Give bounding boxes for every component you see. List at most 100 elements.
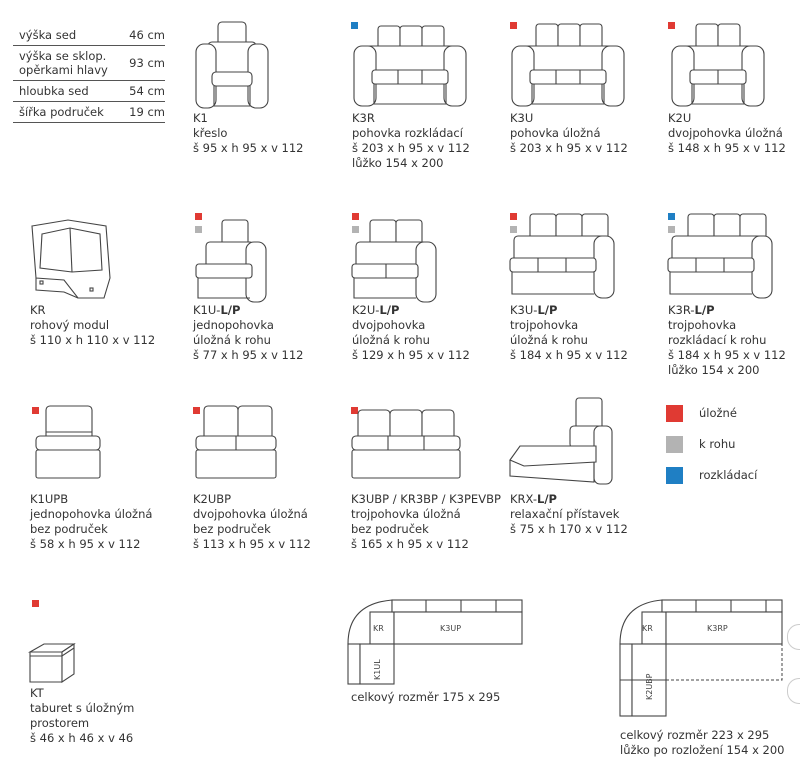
side-tab-icon[interactable] xyxy=(787,678,800,704)
sofa-k3r-drawing xyxy=(350,20,470,110)
armchair-drawing xyxy=(192,20,272,110)
ulozne-marker xyxy=(351,407,358,414)
triple-seat-bed-corner-drawing xyxy=(666,212,776,302)
k3r-caption: K3R pohovka rozkládací š 203 x h 95 x v … xyxy=(352,111,470,171)
item-code: K3UBP / KR3BP / K3PEVBP xyxy=(351,492,501,506)
item-name-2: rozkládací k rohu xyxy=(668,333,767,347)
code-suffix: L/P xyxy=(537,303,558,317)
double-seat-no-arms-drawing xyxy=(192,404,282,484)
corner-module-drawing xyxy=(28,218,118,302)
k-rohu-marker xyxy=(668,226,675,233)
item-name: dvojpohovka xyxy=(352,318,426,332)
item-bed: lůžko 154 x 200 xyxy=(668,363,760,377)
code-suffix: L/P xyxy=(537,492,557,506)
dim-value: 93 cm xyxy=(123,45,165,81)
k2ubp-caption: K2UBP dvojpohovka úložná bez područek š … xyxy=(193,492,311,552)
k3rl-caption: K3R-L/P trojpohovka rozkládací k rohu š … xyxy=(668,303,786,378)
item-name: rohový modul xyxy=(30,318,110,332)
ulozne-marker xyxy=(510,22,517,29)
item-name: jednopohovka xyxy=(193,318,274,332)
code-prefix: K1U- xyxy=(193,303,221,317)
k3u-caption: K3U pohovka úložná š 203 x h 95 x v 112 xyxy=(510,111,628,156)
k1-caption: K1 křeslo š 95 x h 95 x v 112 xyxy=(193,111,304,156)
dim-value: 46 cm xyxy=(123,25,165,46)
plan-label-k3up: K3UP xyxy=(440,624,461,633)
ulozne-marker xyxy=(32,600,39,607)
triple-seat-no-arms-drawing xyxy=(350,404,466,484)
plan-dimension: celkový rozměr 223 x 295 xyxy=(620,728,770,742)
k-rohu-marker xyxy=(195,226,202,233)
rozkladaci-marker xyxy=(668,213,675,220)
expand-icon[interactable] xyxy=(787,624,800,650)
dim-label: výška sed xyxy=(13,25,124,46)
sofa-k3u-drawing xyxy=(508,20,628,110)
k-rohu-marker xyxy=(352,226,359,233)
item-size: š 95 x h 95 x v 112 xyxy=(193,141,304,155)
item-code: K2U xyxy=(668,111,692,125)
plan-bed-dimension: lůžko po rozložení 154 x 200 xyxy=(620,743,785,757)
item-size: š 129 x h 95 x v 112 xyxy=(352,348,470,362)
item-code: K3U xyxy=(510,111,534,125)
item-size: š 113 x h 95 x v 112 xyxy=(193,537,311,551)
item-name: křeslo xyxy=(193,126,228,140)
dim-label: šířka područek xyxy=(13,101,124,123)
item-name: trojpohovka xyxy=(510,318,579,332)
legend-swatch xyxy=(666,436,683,453)
k2u-caption: K2U dvojpohovka úložná š 148 x h 95 x v … xyxy=(668,111,786,156)
triple-seat-corner-drawing xyxy=(508,212,618,302)
item-size: š 75 x h 170 x v 112 xyxy=(510,522,628,536)
plan-label-k1ul: K1UL xyxy=(373,659,382,680)
plan1-caption: celkový rozměr 175 x 295 xyxy=(351,690,500,705)
item-size: š 184 x h 95 x v 112 xyxy=(668,348,786,362)
plan-label-kr: KR xyxy=(373,624,384,633)
legend-label: úložné xyxy=(699,406,737,420)
k3ul-caption: K3U-L/P trojpohovka úložná k rohu š 184 … xyxy=(510,303,628,363)
plan2-caption: celkový rozměr 223 x 295 lůžko po rozlož… xyxy=(620,728,785,758)
single-seat-no-arms-drawing xyxy=(32,404,102,484)
code-prefix: K3R- xyxy=(668,303,695,317)
k-rohu-marker xyxy=(510,226,517,233)
item-name: dvojpohovka úložná xyxy=(193,507,308,521)
code-prefix: K2U- xyxy=(352,303,380,317)
item-name-2: bez područek xyxy=(193,522,271,536)
single-seat-corner-drawing xyxy=(192,218,272,303)
item-size: š 77 x h 95 x v 112 xyxy=(193,348,304,362)
layout-plan-1: KR K3UP K1UL xyxy=(346,596,526,686)
item-size: š 203 x h 95 x v 112 xyxy=(510,141,628,155)
rozkladaci-marker xyxy=(351,22,358,29)
ulozne-marker xyxy=(193,407,200,414)
item-code: K3R-L/P xyxy=(668,303,786,318)
plan-label-k2ubp: K2UBP xyxy=(645,673,654,700)
item-name: trojpohovka úložná xyxy=(351,507,461,521)
item-name-2: bez područek xyxy=(30,522,108,536)
item-name: trojpohovka xyxy=(668,318,737,332)
item-size: š 110 x h 110 x v 112 xyxy=(30,333,156,347)
item-code: K3R xyxy=(352,111,375,125)
dim-label: hloubka sed xyxy=(13,80,124,102)
item-size: š 184 x h 95 x v 112 xyxy=(510,348,628,362)
item-name: dvojpohovka úložná xyxy=(668,126,783,140)
item-bed: lůžko 154 x 200 xyxy=(352,156,444,170)
item-code: K2UBP xyxy=(193,492,232,506)
dim-label: výška se sklop. opěrkami hlavy xyxy=(13,45,124,81)
kt-caption: KT taburet s úložným prostorem š 46 x h … xyxy=(30,686,134,746)
code-suffix: L/P xyxy=(220,303,241,317)
plan-label-kr: KR xyxy=(642,624,653,633)
dim-value: 19 cm xyxy=(123,101,165,123)
item-name-2: úložná k rohu xyxy=(510,333,588,347)
ulozne-marker xyxy=(352,213,359,220)
k2ul-caption: K2U-L/P dvojpohovka úložná k rohu š 129 … xyxy=(352,303,470,363)
k3ubp-caption: K3UBP / KR3BP / K3PEVBP trojpohovka úlož… xyxy=(351,492,501,552)
double-seat-corner-drawing xyxy=(350,218,440,303)
item-name: relaxační přístavek xyxy=(510,507,620,521)
item-name: pohovka rozkládací xyxy=(352,126,463,140)
item-code: KRX-L/P xyxy=(510,492,628,507)
item-name: pohovka úložná xyxy=(510,126,601,140)
legend-label: k rohu xyxy=(699,437,736,451)
ulozne-marker xyxy=(510,213,517,220)
kr-caption: KR rohový modul š 110 x h 110 x v 112 xyxy=(30,303,155,348)
stool-drawing xyxy=(27,640,78,686)
